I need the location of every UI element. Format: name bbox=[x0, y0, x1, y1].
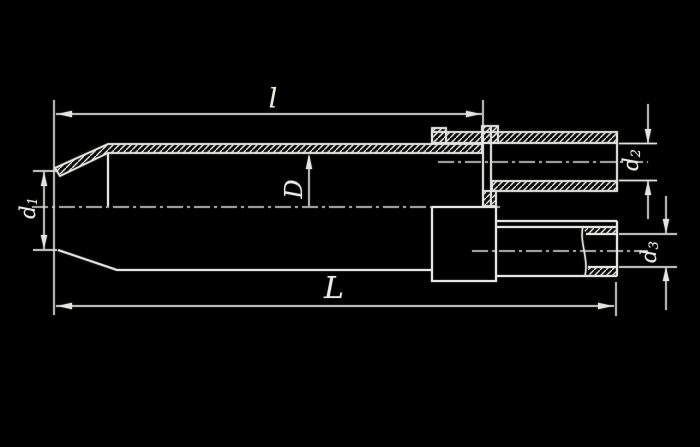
section-flute-band bbox=[53, 143, 483, 178]
arrow-d2-bottom bbox=[644, 180, 652, 195]
label-d1-base: d bbox=[15, 205, 40, 219]
tube-bottom-wall bbox=[491, 180, 618, 192]
arrow-D bbox=[305, 154, 313, 169]
label-d2-sub: 2 bbox=[629, 149, 645, 158]
tool-body-outline bbox=[53, 143, 618, 282]
label-tip-diameter-d1: d1 bbox=[15, 197, 42, 219]
dimension-arrowheads bbox=[40, 110, 670, 310]
arrow-L-left bbox=[57, 302, 72, 310]
label-d2-base: d bbox=[618, 157, 643, 171]
arrow-l-left bbox=[57, 110, 72, 118]
joint-ring-upper bbox=[481, 125, 499, 144]
body-lower-outline bbox=[57, 249, 432, 271]
label-bore-diameter-d2: d2 bbox=[618, 149, 645, 171]
break-line bbox=[581, 225, 587, 277]
label-L-text: L bbox=[324, 271, 344, 306]
arrow-d3-bottom bbox=[662, 267, 670, 281]
broken-section-hatch-bottom bbox=[587, 267, 617, 276]
collar-outline bbox=[431, 206, 497, 282]
arrow-d1-bottom bbox=[40, 235, 48, 249]
arrow-d3-top bbox=[662, 219, 670, 234]
label-d3-sub: 3 bbox=[647, 241, 663, 250]
arrow-L-right bbox=[598, 302, 613, 310]
upper-tube-shank bbox=[431, 125, 618, 207]
label-D-text: D bbox=[280, 179, 308, 199]
arrow-l-right bbox=[466, 110, 481, 118]
label-l-text: l bbox=[268, 83, 278, 115]
label-flute-length-l: l bbox=[269, 86, 278, 113]
arrow-d1-top bbox=[40, 172, 48, 186]
label-total-length-L: L bbox=[324, 274, 344, 304]
tube-left-end-block bbox=[431, 127, 447, 144]
label-d1-sub: 1 bbox=[26, 197, 42, 206]
joint-ring-lower bbox=[482, 190, 497, 207]
tube-top-wall bbox=[431, 131, 618, 144]
label-bore-diameter-d3: d3 bbox=[636, 241, 663, 263]
broken-section-hatch-top bbox=[583, 227, 617, 234]
label-body-diameter-D: D bbox=[280, 179, 308, 199]
label-d3-base: d bbox=[636, 249, 661, 263]
arrow-d2-top bbox=[644, 129, 652, 144]
centerlines bbox=[32, 161, 648, 252]
